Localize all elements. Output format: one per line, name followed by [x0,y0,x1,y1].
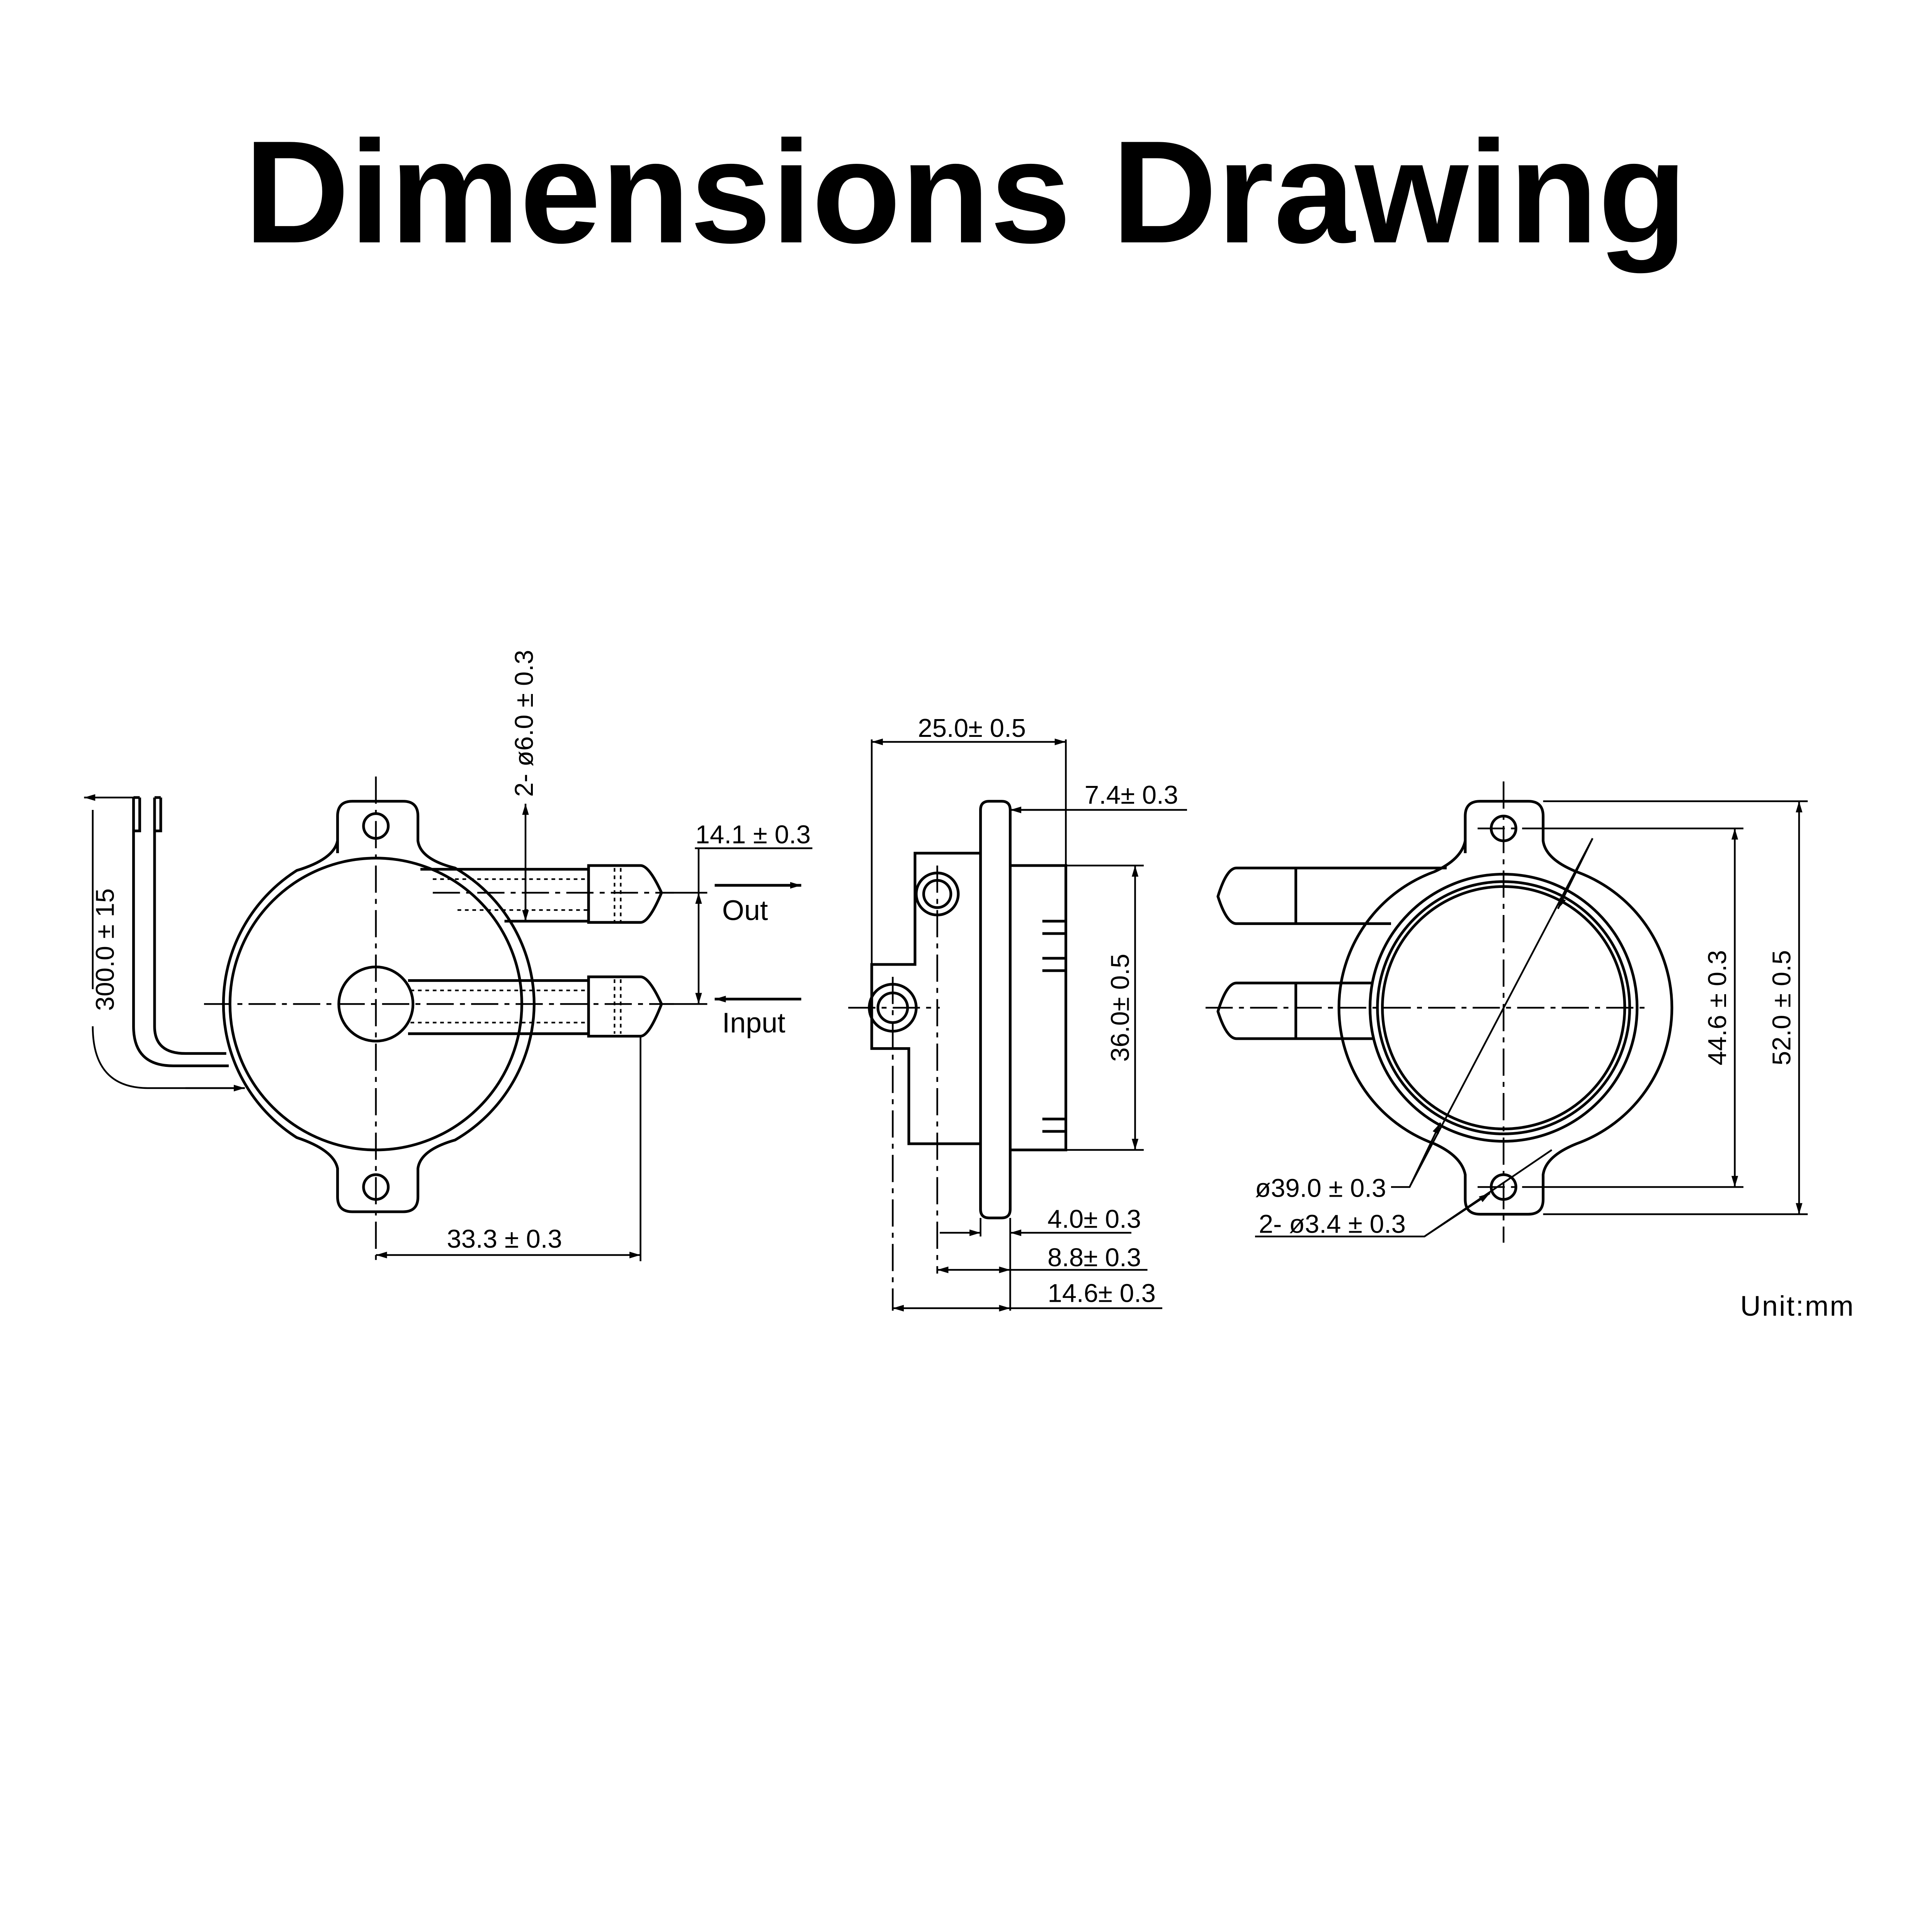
port-diameter-dimension: 2- ø6.0 ± 0.3 [510,650,539,797]
body-height-dimension: 36.0± 0.5 [1106,954,1135,1062]
input-label: Input [722,1007,786,1039]
flange-thickness-dimension: 4.0± 0.3 [1048,1205,1141,1234]
page-title: Dimensions Drawing [244,111,1687,274]
rear-depth-1-dimension: 8.8± 0.3 [1048,1243,1141,1272]
overall-depth-dimension: 25.0± 0.5 [918,714,1026,743]
out-label: Out [722,894,768,926]
body-diameter-dimension: ø39.0 ± 0.3 [1255,1174,1386,1203]
rear-depth-2-dimension: 14.6± 0.3 [1048,1279,1156,1308]
wire-length-dimension: 300.0 ± 15 [90,888,119,1011]
port-reach-dimension: 33.3 ± 0.3 [447,1225,562,1253]
front-view: 300.0 ± 15 2- ø6.0 ± 0.3 14.1 ± 0.3 Out … [84,650,813,1261]
side-view: 25.0± 0.5 7.4± 0.3 36.0± 0.5 4.0± 0.3 8.… [848,714,1187,1312]
unit-label: Unit:mm [1740,1290,1855,1322]
hole-spacing-dimension: 44.6 ± 0.3 [1703,950,1732,1065]
hole-diameter-dimension: 2- ø3.4 ± 0.3 [1259,1209,1406,1238]
port-spacing-dimension: 14.1 ± 0.3 [696,820,811,849]
front-depth-dimension: 7.4± 0.3 [1085,781,1178,810]
rear-view: ø39.0 ± 0.3 2- ø3.4 ± 0.3 44.6 ± 0.3 52.… [1206,781,1808,1243]
overall-height-dimension: 52.0 ± 0.5 [1767,950,1796,1065]
